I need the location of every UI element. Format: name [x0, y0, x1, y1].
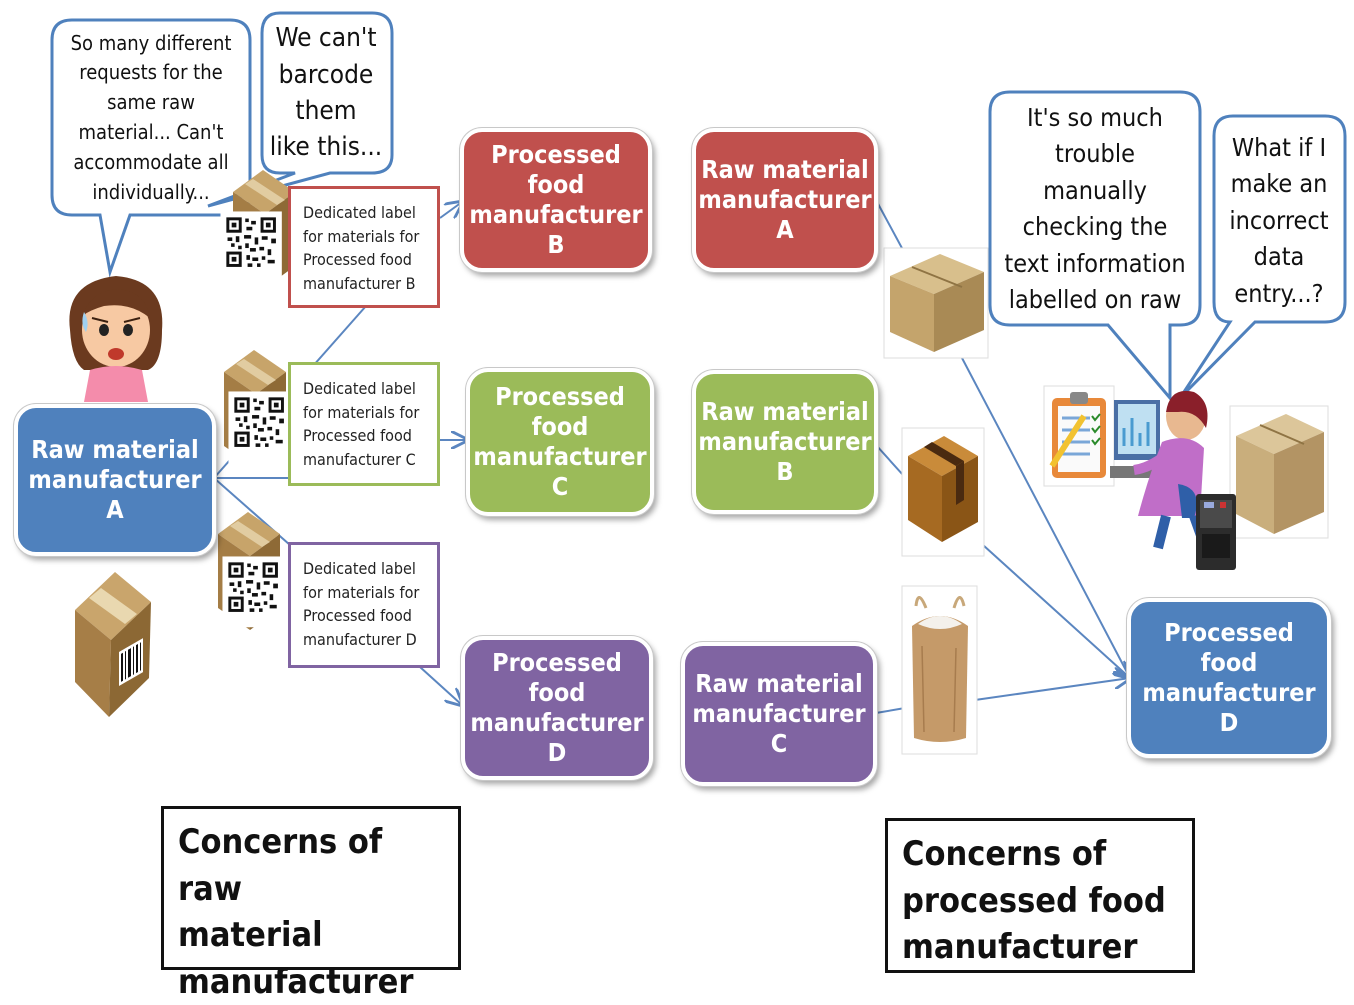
speech-bubble-incorrect	[1178, 114, 1347, 400]
node-processed-food-manufacturer-d-right: Processed food manufacturer D	[1127, 598, 1331, 758]
node-raw-material-manufacturer-a-right: Raw material manufacturer A	[692, 128, 878, 272]
bubble-text-incorrect: What if I make an incorrect data entry..…	[1229, 132, 1329, 308]
dedicated-label-d: Dedicated label for materials for Proces…	[288, 542, 440, 668]
label-printer-icon	[1196, 494, 1236, 570]
speech-bubble-trouble	[988, 90, 1202, 403]
qr-code-icon	[228, 391, 290, 472]
sealed-box-icon	[901, 427, 985, 557]
diagram-canvas	[50, 11, 1347, 755]
node-raw-material-manufacturer-b-right: Raw material manufacturer B	[692, 370, 878, 514]
connector-raw-a-right-to-box	[875, 199, 904, 251]
arrow-label-b-to-proc-b	[439, 202, 462, 219]
dedicated-label-b: Dedicated label for materials for Proces…	[288, 186, 440, 308]
connector-raw-b-right-to-box	[875, 444, 904, 476]
bubble-text-barcode: We can't barcode them like this...	[269, 23, 383, 163]
barcode-box-icon	[75, 572, 151, 717]
speech-bubble-requests	[50, 18, 252, 278]
worried-woman-icon	[69, 276, 163, 402]
node-processed-food-manufacturer-d: Processed food manufacturer D	[461, 636, 653, 780]
node-raw-material-manufacturer-c-right: Raw material manufacturer C	[681, 642, 877, 786]
cardboard-box-icon	[883, 247, 989, 359]
node-processed-food-manufacturer-c: Processed food manufacturer C	[466, 368, 654, 516]
clipboard-checklist-icon	[1043, 385, 1115, 487]
arrow-box-a-to-proc-d	[961, 357, 1130, 678]
qr-code-icon	[222, 556, 284, 628]
qr-code-icon	[220, 211, 282, 297]
node-processed-food-manufacturer-b: Processed food manufacturer B	[460, 128, 652, 272]
bubble-text-trouble: It's so much trouble manually checking t…	[1004, 102, 1186, 315]
connector-raw-c-right-to-sack	[875, 707, 906, 714]
caption-raw-material-concerns: Concerns of raw material manufacturer	[161, 806, 461, 1002]
arrow-box-b-to-proc-d	[982, 544, 1130, 678]
cardboard-box-icon	[1229, 405, 1329, 539]
sack-bag-icon	[901, 585, 978, 755]
bubble-text-requests: So many different requests for the same …	[70, 30, 232, 204]
caption-processed-food-concerns: Concerns of processed food manufacturer	[885, 818, 1195, 973]
node-raw-material-manufacturer-a: Raw material manufacturer A	[14, 404, 216, 556]
woman-at-computer-icon	[1110, 390, 1209, 550]
arrow-sack-to-proc-d	[974, 678, 1130, 701]
arrow-label-d-to-proc-d	[419, 666, 462, 705]
dedicated-label-c: Dedicated label for materials for Proces…	[288, 362, 440, 486]
